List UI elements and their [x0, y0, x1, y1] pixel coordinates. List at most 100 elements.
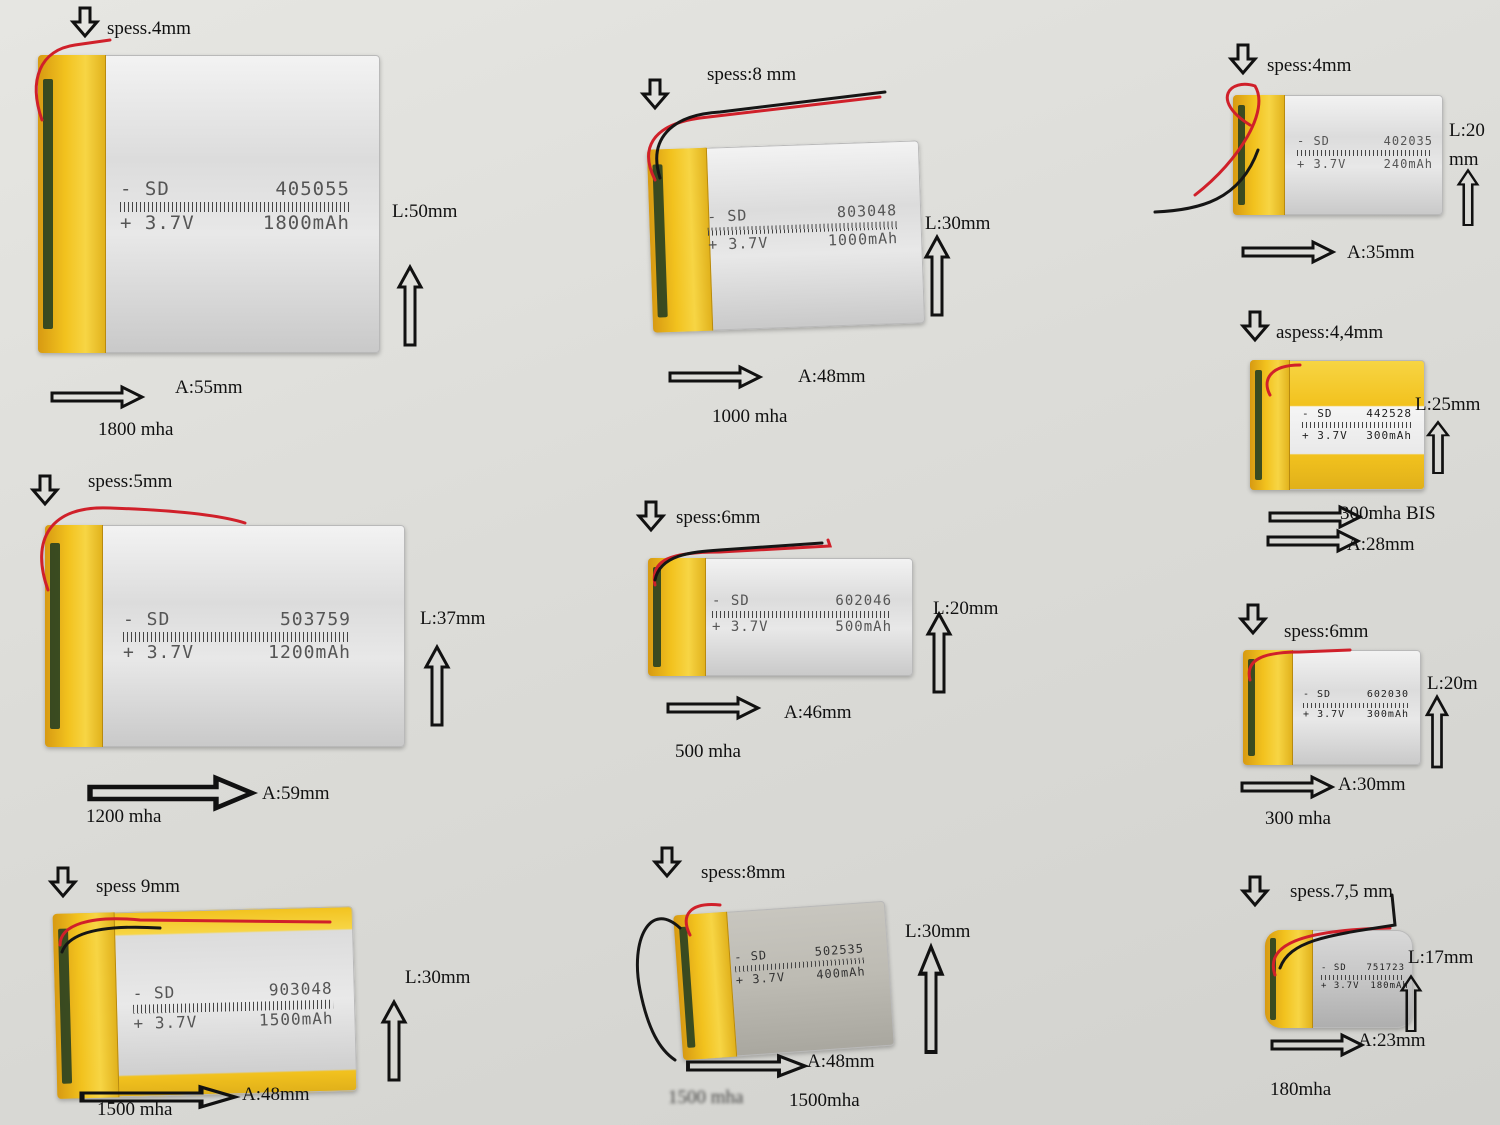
length-label: L:30mm: [405, 967, 471, 988]
width-label: A:59mm: [262, 783, 330, 804]
width-label: A:48mm: [807, 1051, 875, 1072]
up-arrow-icon: [424, 645, 450, 727]
print-model: 602030: [1366, 689, 1409, 700]
down-arrow-icon: [641, 78, 669, 110]
print-minus: - SD: [1297, 134, 1330, 148]
print-minus: - SD: [1303, 689, 1332, 700]
right-arrow-icon: [668, 365, 762, 389]
right-arrow-icon: [1266, 529, 1360, 553]
print-rating: 180mAh: [1370, 981, 1409, 992]
print-minus: - SD: [123, 609, 171, 630]
thickness-arrows: [31, 6, 1269, 907]
capacity-label: 500 mha: [675, 741, 741, 762]
print-voltage: 3.7V: [144, 212, 195, 235]
width-label: A:46mm: [784, 702, 852, 723]
print-model: 751723: [1366, 963, 1405, 973]
right-arrow-icon: [1240, 775, 1334, 799]
width-label: A:30mm: [1338, 774, 1406, 795]
up-arrow-icon: [926, 612, 952, 694]
right-arrow-icon: [90, 778, 252, 808]
print-plus: +: [1321, 981, 1328, 992]
up-arrow-icon: [1425, 695, 1449, 769]
thickness-label: spess:6mm: [1284, 621, 1369, 642]
right-arrow-icon: [1241, 240, 1335, 264]
thickness-label: spess.4mm: [107, 18, 191, 39]
capacity-label: 1000 mha: [712, 406, 788, 427]
print-plus: +: [1303, 709, 1311, 720]
print-model: 503759: [279, 609, 351, 630]
print-plus: +: [712, 619, 722, 636]
up-arrow-icon: [1400, 975, 1422, 1033]
up-arrow-icon: [397, 265, 423, 347]
down-arrow-icon: [31, 474, 59, 506]
print-voltage: 3.7V: [1317, 428, 1348, 442]
print-minus: - SD: [120, 178, 170, 200]
thickness-label: spess:6mm: [676, 507, 761, 528]
print-plus: +: [120, 212, 133, 235]
up-arrow-icon: [924, 235, 950, 317]
print-voltage: 3.7V: [730, 619, 769, 636]
print-voltage: 3.7V: [1333, 981, 1360, 992]
battery-751723: - SD 751723 + 3.7V 180mAh: [1265, 930, 1413, 1028]
width-label: A:55mm: [175, 377, 243, 398]
length-label: L:25mm: [1415, 394, 1481, 415]
print-plus: +: [1302, 428, 1310, 442]
length-label: L:20m: [1427, 673, 1478, 694]
wires: [34, 38, 1397, 1062]
print-minus: - SD: [1321, 963, 1347, 973]
right-arrow-icon: [686, 1054, 807, 1078]
width-label: A:35mm: [1347, 242, 1415, 263]
length-label: L:30mm: [905, 921, 971, 942]
print-rating: 300mAh: [1366, 428, 1412, 442]
thickness-label: spess:8mm: [701, 862, 786, 883]
capacity-label: 1800 mha: [98, 419, 174, 440]
thickness-label: aspess:4,4mm: [1276, 322, 1384, 343]
right-arrow-icon: [50, 385, 144, 409]
length-label-unit: mm: [1449, 149, 1479, 170]
print-rating: 300mAh: [1366, 709, 1409, 720]
print-rating: 1800mAh: [262, 212, 350, 235]
up-arrow-icon: [920, 947, 942, 1052]
up-arrow-icon: [381, 1000, 407, 1082]
print-minus: - SD: [712, 593, 750, 609]
print-model: 402035: [1383, 134, 1433, 148]
thickness-label: spess:4mm: [1267, 55, 1352, 76]
capacity-label: 1200 mha: [86, 806, 162, 827]
down-arrow-icon: [653, 846, 681, 878]
print-voltage: 3.7V: [146, 641, 195, 663]
print-voltage: 3.7V: [1313, 157, 1347, 172]
up-arrow-icon: [1426, 420, 1450, 475]
width-label: A:28mm: [1347, 534, 1415, 555]
length-label: L:50mm: [392, 201, 458, 222]
down-arrow-icon: [1241, 875, 1269, 907]
print-plus: +: [123, 641, 135, 663]
thickness-label: spess:8 mm: [707, 64, 797, 85]
print-minus: - SD: [1302, 407, 1333, 420]
width-label: A:48mm: [798, 366, 866, 387]
down-arrow-icon: [1239, 603, 1267, 635]
length-label: L:20: [1449, 120, 1485, 141]
up-arrow-icon: [1457, 169, 1479, 227]
down-arrow-icon: [71, 6, 99, 38]
print-rating: 500mAh: [835, 619, 892, 636]
right-arrow-icon: [1270, 1033, 1364, 1057]
down-arrow-icon: [637, 500, 665, 532]
thickness-label: spess 9mm: [96, 876, 180, 897]
right-arrow-icon: [666, 696, 760, 720]
capacity-label: 180mha: [1270, 1079, 1332, 1100]
down-arrow-icon: [1241, 310, 1269, 342]
capacity-label: 300 mha: [1265, 808, 1331, 829]
print-model: 405055: [275, 178, 350, 200]
down-arrow-icon: [1229, 43, 1257, 75]
length-label: L:30mm: [925, 213, 991, 234]
battery-405055: - SD 405055 + 3.7V 1800mAh: [38, 55, 380, 353]
length-label: L:17mm: [1408, 947, 1474, 968]
capacity-label: 1500mha: [789, 1090, 860, 1111]
